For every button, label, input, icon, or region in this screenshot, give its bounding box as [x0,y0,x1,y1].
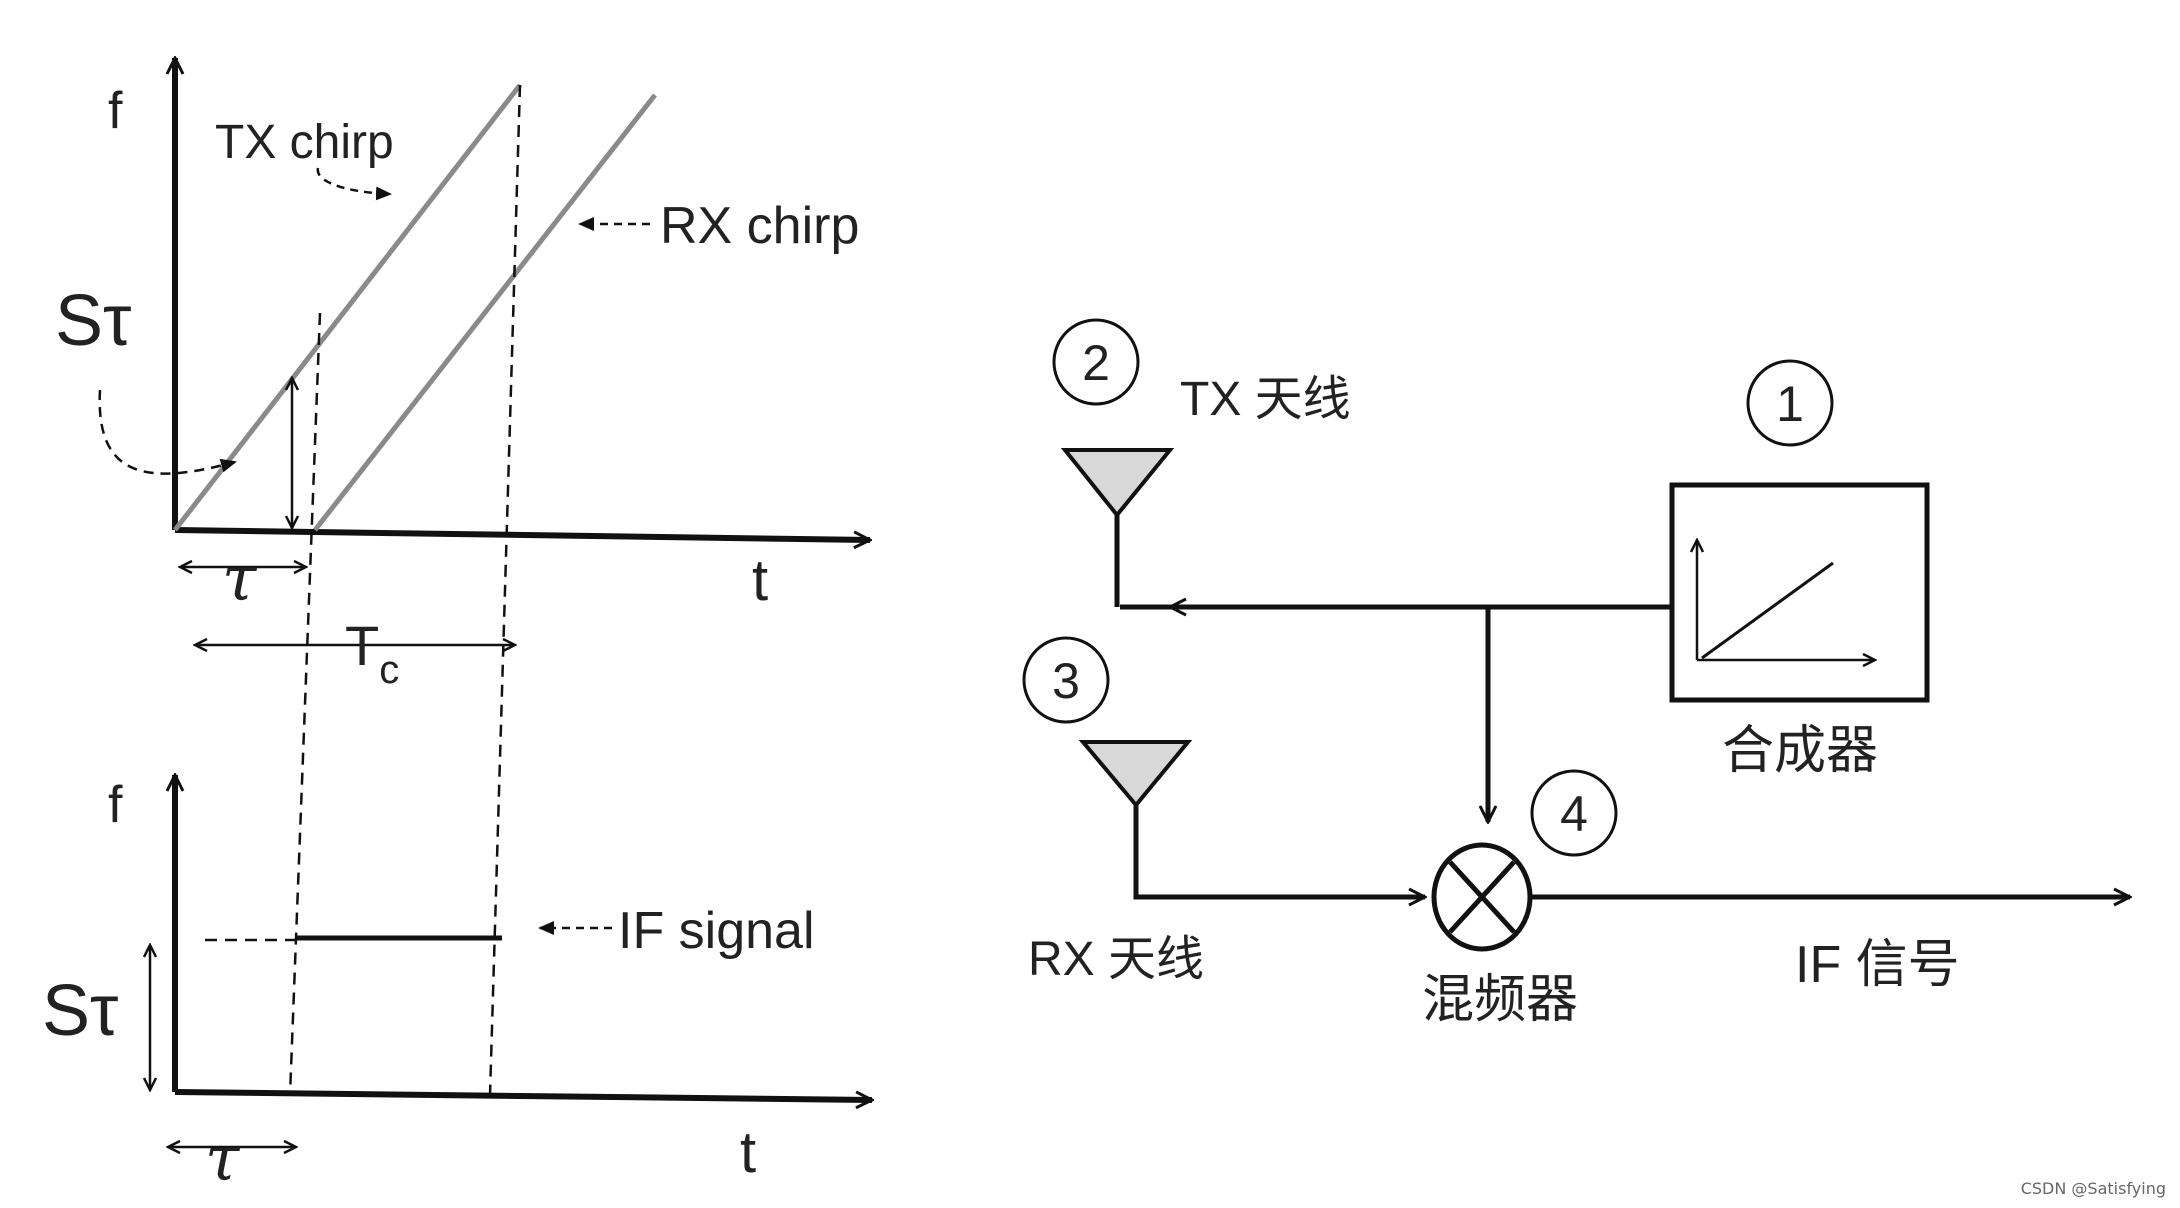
tx-antenna-label: TX 天线 [1180,373,1351,426]
s-tau-pointer [98,389,237,475]
synthesizer-number: 1 [1776,376,1804,432]
if-f-axis-label: f [108,776,123,834]
watermark: CSDN @Satisfying [2020,1179,2166,1198]
if-s-tau-label: Sτ [42,971,118,1051]
chirp-t-axis [174,527,870,540]
tx-chirp-label: TX chirp [215,116,394,169]
if-plot: f t IF signal Sτ τ [42,775,872,1195]
rx-chirp-label: RX chirp [660,197,859,255]
if-t-axis-label: t [740,1120,756,1185]
mixer-number: 4 [1560,786,1588,842]
tx-number-circle [1052,318,1140,406]
tc-label-sub: c [379,648,399,692]
tc-guide-line [488,84,522,1096]
s-tau-label: Sτ [55,281,131,361]
tc-label: Tc [345,614,399,692]
tx-chirp-line [173,83,522,532]
rx-antenna-label: RX 天线 [1028,933,1204,986]
chirp-plot: f t Sτ τ Tc TX chirp RX chirp [55,58,870,1096]
chirp-t-axis-label: t [752,548,768,613]
chirp-f-axis-label: f [108,82,123,140]
if-tau-label: τ [205,1122,241,1195]
mixer-cross-b [1448,860,1516,934]
synthesizer-label: 合成器 [1722,722,1878,780]
if-t-axis [174,1089,872,1100]
rx-chirp-line [313,93,657,532]
block-diagram: 合成器 1 2 TX 天线 3 RX 天线 4 混频器 IF 信号 [1022,318,2130,1029]
rx-number-circle [1022,636,1110,724]
rx-feed-line [1133,805,1425,897]
synthesizer-number-circle [1746,359,1834,447]
tau-label: τ [222,542,258,615]
tx-number: 2 [1082,335,1110,391]
mixer-label: 混频器 [1422,971,1578,1029]
tx-chirp-pointer [316,167,392,201]
if-output-label: IF 信号 [1795,936,1960,994]
ramp-icon [1697,540,1875,660]
tc-label-main: T [345,614,379,677]
tx-antenna-icon [1060,448,1175,519]
rx-antenna-icon [1078,740,1193,809]
rx-number: 3 [1052,653,1080,709]
mixer-number-circle [1530,769,1618,857]
tau-guide-line [288,312,322,1096]
if-signal-label: IF signal [618,902,815,960]
synthesizer-box [1669,482,1930,703]
